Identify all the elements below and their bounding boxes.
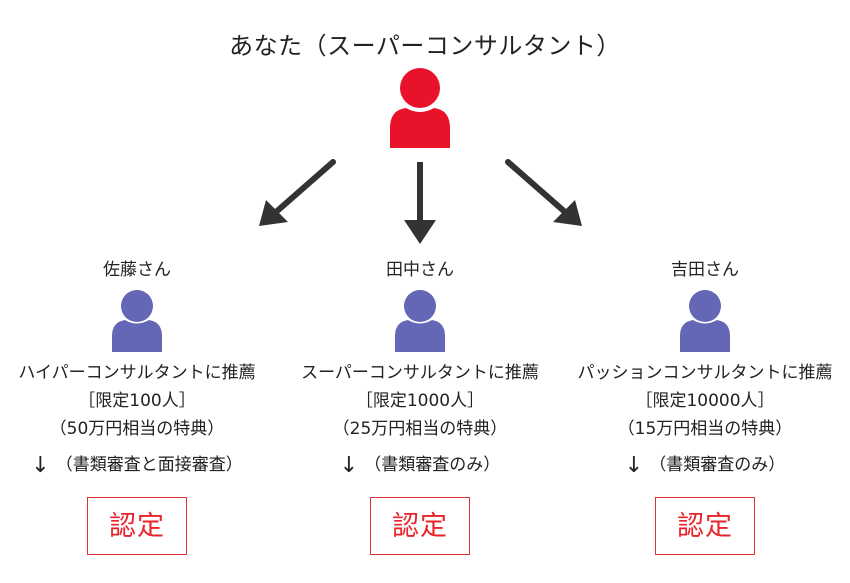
review-line: ↓（書類審査のみ） [560, 454, 850, 477]
person-icon [112, 290, 162, 352]
benefit-text: （15万円相当の特典） [617, 419, 793, 439]
limit-text: ［限定10000人］ [635, 391, 775, 411]
top-title: あなた（スーパーコンサルタント） [229, 32, 621, 60]
person-icon [680, 290, 730, 352]
recommendation-text: スーパーコンサルタントに推薦 [301, 363, 539, 383]
limit-text: ［限定1000人］ [355, 391, 485, 411]
review-line: ↓（書類審査と面接審査） [0, 454, 282, 477]
top-person-icon [390, 68, 450, 148]
certified-badge: 認定 [87, 497, 187, 555]
person-icon [395, 290, 445, 352]
person-name: 吉田さん [671, 260, 739, 280]
recommendation-text: パッションコンサルタントに推薦 [577, 363, 833, 383]
arrow-left-icon [259, 159, 336, 226]
down-arrow-icon: ↓ [31, 453, 50, 478]
down-arrow-icon: ↓ [624, 453, 644, 478]
review-text: （書類審査と面接審査） [55, 455, 243, 475]
review-text: （書類審査のみ） [364, 455, 501, 475]
review-text: （書類審査のみ） [649, 455, 786, 475]
person-name: 田中さん [386, 260, 454, 280]
benefit-text: （25万円相当の特典） [332, 419, 508, 439]
limit-text: ［限定100人］ [78, 391, 196, 411]
certified-badge: 認定 [655, 497, 755, 555]
arrow-down-icon [404, 162, 436, 244]
person-column-yoshida: 吉田さん パッションコンサルタントに推薦 ［限定10000人］ （15万円相当の… [560, 258, 850, 555]
down-arrow-icon: ↓ [339, 453, 359, 478]
arrow-right-icon [505, 159, 582, 226]
review-line: ↓（書類審査のみ） [275, 454, 565, 477]
recommendation-text: ハイパーコンサルタントに推薦 [18, 363, 256, 383]
benefit-text: （50万円相当の特典） [49, 419, 225, 439]
person-name: 佐藤さん [103, 260, 171, 280]
arrows [259, 159, 582, 244]
person-column-sato: 佐藤さん ハイパーコンサルタントに推薦 ［限定100人］ （50万円相当の特典）… [0, 258, 282, 555]
person-column-tanaka: 田中さん スーパーコンサルタントに推薦 ［限定1000人］ （25万円相当の特典… [275, 258, 565, 555]
certified-badge: 認定 [370, 497, 470, 555]
